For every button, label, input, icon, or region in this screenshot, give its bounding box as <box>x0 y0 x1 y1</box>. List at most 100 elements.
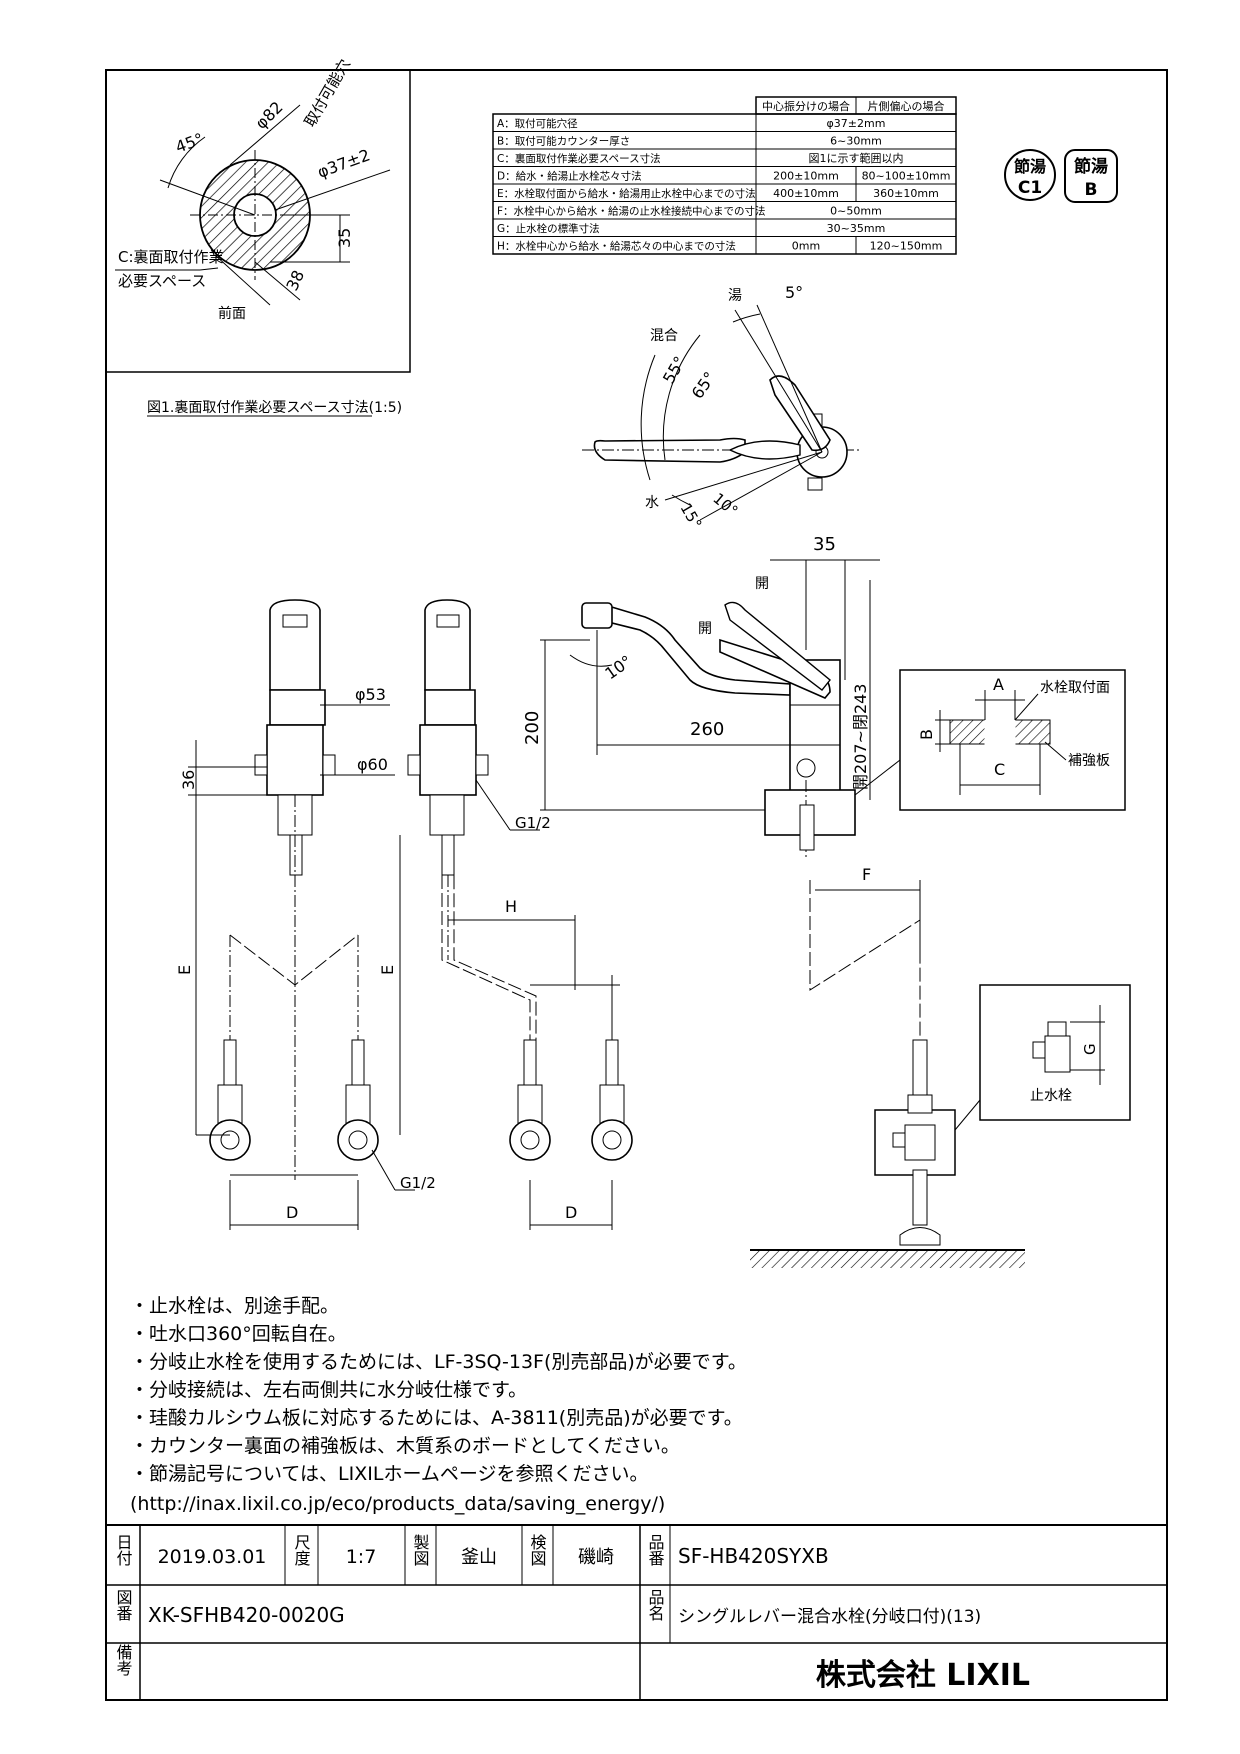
table-row-value: 0~50mm <box>830 205 882 218</box>
front-dim-e: E <box>175 965 194 975</box>
table-row-value-offset: 80~100±10mm <box>862 170 951 183</box>
front-dim-d2: D <box>565 1203 577 1222</box>
stop-valve-detail: G 止水栓 <box>954 984 1131 1131</box>
tb-checked-label: 検図 <box>528 1534 547 1566</box>
table-row-label: C：裏面取付作業必要スペース寸法 <box>497 152 661 165</box>
fig1-dim-35: 35 <box>335 228 354 248</box>
note-line: ・カウンター裏面の補強板は、木質系のボードとしてください。 <box>130 1435 680 1457</box>
side-dim-260: 260 <box>690 719 724 740</box>
note-line: ・分岐接続は、左右両側共に水分岐仕様です。 <box>130 1379 527 1401</box>
badge-b-bottom: B <box>1085 180 1098 200</box>
table-row-value-offset: 360±10mm <box>873 187 939 200</box>
detail-dim-b: B <box>917 729 936 740</box>
table-row-label: H：水栓中心から給水・給湯芯々の中心までの寸法 <box>497 240 736 253</box>
table-row-value: 図1に示す範囲以内 <box>809 151 904 165</box>
tb-date: 2019.03.01 <box>158 1546 267 1568</box>
note-line: ・止水栓は、別途手配。 <box>130 1295 339 1317</box>
title-block: 日付 2019.03.01 尺度 1:7 製図 釜山 検図 磯崎 品番 SF-H… <box>106 1524 1167 1700</box>
note-line: ・節湯記号については、LIXILホームページを参照ください。 <box>130 1463 649 1485</box>
badge-c1-top: 節湯 <box>1013 157 1046 176</box>
note-line: ・分岐止水栓を使用するためには、LF-3SQ-13F(別売部品)が必要です。 <box>130 1351 747 1373</box>
badge-b-top: 節湯 <box>1073 156 1108 177</box>
fig1-space-label-1: C:裏面取付作業 <box>118 248 224 266</box>
table-row-label: E：水栓取付面から給水・給湯用止水栓中心までの寸法 <box>497 187 756 200</box>
faucet-front-view-left: φ53 φ60 36 E D G1/2 <box>175 599 436 1230</box>
side-open-label: 開 <box>698 621 712 637</box>
table-row-label: F：水栓中心から給水・給湯の止水栓接続中心までの寸法 <box>497 205 766 218</box>
detail-dim-c: C <box>994 760 1005 779</box>
fig1-hole-dia-label: φ37±2 <box>315 145 373 181</box>
sheet-border <box>105 69 1168 1701</box>
fig1-dim-38: 38 <box>282 267 308 293</box>
table-row-label: G：止水栓の標準寸法 <box>497 222 600 235</box>
faucet-side-view: 35 200 260 開207~閉243 10° 開 開 F <box>522 534 1025 1268</box>
table-row-label: D：給水・給湯止水栓芯々寸法 <box>497 170 642 183</box>
tb-checked: 磯崎 <box>578 1547 614 1568</box>
note-line: ・吐水口360°回転自在。 <box>130 1323 347 1345</box>
tb-drawing-no-label: 図番 <box>114 1589 133 1621</box>
tb-remarks-label: 備考 <box>114 1644 133 1677</box>
side-angle-10: 10° <box>601 651 635 683</box>
detail-plate-label: 補強板 <box>1068 753 1110 769</box>
badge-c1: 節湯 C1 <box>1004 149 1056 201</box>
table-row-value: 400±10mm <box>773 187 839 200</box>
side-dim-f: F <box>862 865 871 884</box>
front-dim-53: φ53 <box>355 685 386 704</box>
table-row-label: A：取付可能穴径 <box>497 117 578 130</box>
tb-product-name-label: 品名 <box>646 1589 665 1621</box>
front-dim-d: D <box>286 1203 298 1222</box>
table-row-value-offset: 120~150mm <box>870 240 943 253</box>
tb-product-no: SF-HB420SYXB <box>678 1544 829 1568</box>
detail-dim-a: A <box>993 675 1004 694</box>
tb-drawn-label: 製図 <box>411 1534 430 1566</box>
tb-scale-label: 尺度 <box>292 1534 311 1566</box>
lever-mix-label: 混合 <box>650 328 678 344</box>
faucet-front-view-right: G1/2 E H D <box>378 599 633 1230</box>
spec-table: 中心振分けの場合 片側偏心の場合 A：取付可能穴径 φ37±2mm B：取付可能… <box>492 96 957 255</box>
table-row-value: 200±10mm <box>773 170 839 183</box>
lever-angle-10: 10° <box>709 489 741 520</box>
tb-scale: 1:7 <box>346 1546 377 1568</box>
note-url: (http://inax.lixil.co.jp/eco/products_da… <box>130 1493 665 1515</box>
side-open-label-upper: 開 <box>755 576 769 592</box>
lever-angle-5: 5° <box>785 283 803 302</box>
fig1-front-label: 前面 <box>218 305 246 322</box>
fig1-hole-label: 取付可能穴 <box>301 56 354 130</box>
lever-top-view: 湯 5° 混合 55° 65° 水 15° 10° <box>582 283 862 532</box>
lever-angle-15: 15° <box>677 500 706 532</box>
front-dim-h: H <box>505 897 517 916</box>
front-dim-e2: E <box>378 965 397 975</box>
front-g12-upper: G1/2 <box>515 814 551 832</box>
front-dim-60: φ60 <box>357 755 388 774</box>
tb-product-no-label: 品番 <box>646 1534 665 1566</box>
table-row-value: φ37±2mm <box>827 117 886 130</box>
front-g12-lower: G1/2 <box>400 1174 436 1192</box>
valve-dim-g: G <box>1081 1043 1099 1055</box>
badge-b: 節湯 B <box>1064 149 1118 203</box>
table-row-value: 6~30mm <box>830 135 882 148</box>
fig1-caption: 図1.裏面取付作業必要スペース寸法(1:5) <box>147 399 402 416</box>
side-dim-35: 35 <box>813 534 836 555</box>
tb-drawn: 釜山 <box>461 1547 497 1568</box>
table-row-label: B：取付可能カウンター厚さ <box>497 135 630 148</box>
fig1-outer-dia-label: φ82 <box>251 98 286 133</box>
table-row-value: 0mm <box>792 240 820 253</box>
table-header-center: 中心振分けの場合 <box>762 99 850 113</box>
company-logo-text: 株式会社 LIXIL <box>816 1658 1030 1693</box>
front-dim-36: 36 <box>179 770 198 790</box>
lever-cold-label: 水 <box>645 495 659 511</box>
lever-angle-65: 65° <box>688 368 720 402</box>
tb-drawing-no: XK-SFHB420-0020G <box>148 1603 345 1627</box>
mount-surface-detail: A B C 水栓取付面 補強板 <box>854 669 1126 811</box>
valve-label: 止水栓 <box>1030 1088 1072 1104</box>
side-dim-height: 開207~閉243 <box>851 684 870 791</box>
table-header-offset: 片側偏心の場合 <box>868 99 945 113</box>
tb-date-label: 日付 <box>114 1534 133 1567</box>
fig1-space-label-2: 必要スペース <box>118 272 206 290</box>
detail-surface-label: 水栓取付面 <box>1040 680 1110 696</box>
tb-product-name: シングルレバー混合水栓(分岐口付)(13) <box>678 1607 981 1627</box>
fig1-angle-label: 45° <box>173 129 206 157</box>
lever-angle-55: 55° <box>659 353 690 387</box>
badge-c1-bottom: C1 <box>1018 178 1042 198</box>
